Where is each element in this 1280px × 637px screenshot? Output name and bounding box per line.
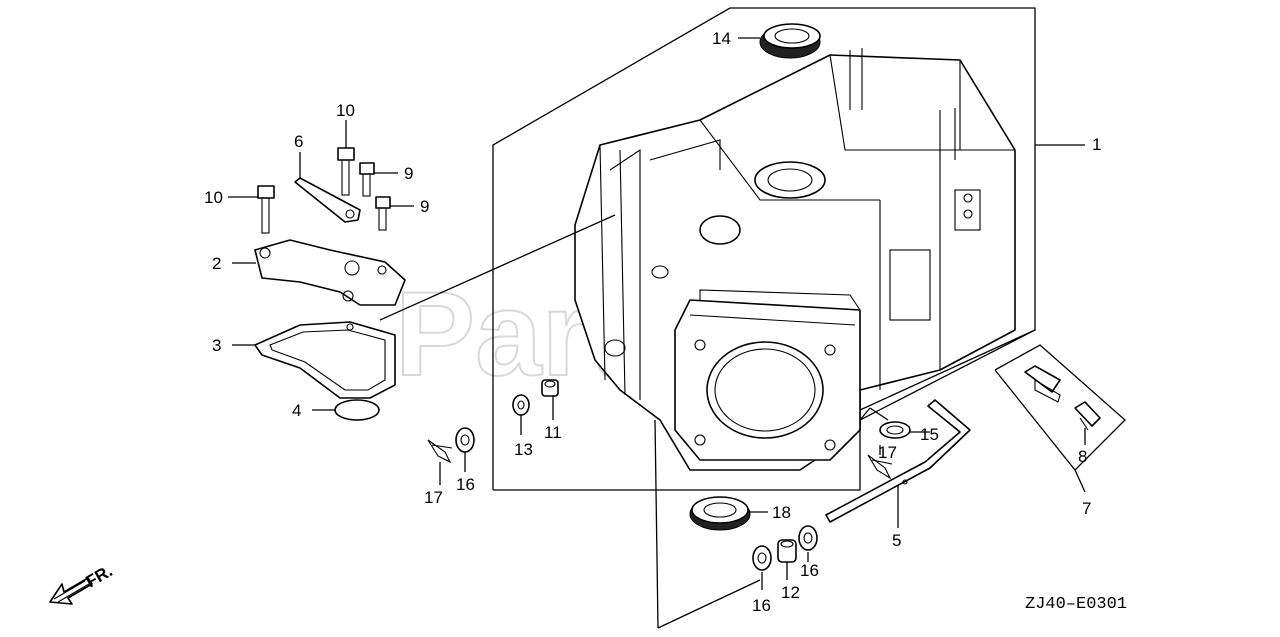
cover-part-2	[254, 239, 406, 306]
oil-seal-part-14	[759, 23, 821, 59]
bracket-part-6	[294, 177, 361, 223]
gasket-part-3	[254, 321, 396, 399]
washer-part-16-left	[455, 427, 475, 453]
bolt-part-10-top	[337, 147, 355, 196]
callout-4: 4	[292, 401, 301, 420]
callout-11: 11	[544, 423, 562, 442]
shaft-part-5	[825, 399, 971, 523]
washer-part-16-bottom	[752, 545, 772, 571]
washer-part-16-right	[798, 525, 818, 551]
dowel-part-12	[777, 539, 797, 563]
plug-part-4	[334, 399, 380, 421]
bolt-part-9-a	[359, 162, 375, 197]
callout-7: 7	[1082, 499, 1091, 518]
callout-16-bottom: 16	[752, 596, 771, 615]
callout-17-right: 17	[878, 443, 897, 462]
callout-10-top: 10	[336, 101, 355, 120]
diagram-code: ZJ40–E0301	[1025, 595, 1127, 614]
callout-9-b: 9	[420, 197, 429, 216]
callout-10-left: 10	[204, 188, 223, 207]
washer-part-15	[879, 421, 911, 439]
frame-part-7	[994, 344, 1126, 471]
callout-14: 14	[712, 29, 731, 48]
bearing-part-18	[689, 496, 751, 531]
callout-16-left: 16	[456, 475, 475, 494]
callout-9-a: 9	[404, 164, 413, 183]
front-arrow-icon	[49, 577, 93, 605]
callout-16-right: 16	[800, 561, 819, 580]
engine-block	[574, 48, 1016, 471]
bolt-part-10-left	[257, 185, 275, 234]
clip-part-17-right	[867, 454, 893, 480]
block-frame	[492, 7, 1036, 491]
fitting-part-8	[1024, 365, 1101, 431]
callout-5: 5	[892, 531, 901, 550]
callout-12: 12	[781, 583, 800, 602]
callout-8: 8	[1078, 447, 1087, 466]
callout-3: 3	[212, 336, 221, 355]
callout-17-left: 17	[424, 488, 443, 507]
clip-part-17-left	[427, 439, 453, 464]
callout-2: 2	[212, 254, 221, 273]
callout-13: 13	[514, 440, 533, 459]
dowel-part-11	[541, 379, 559, 397]
nut-part-13	[512, 394, 530, 416]
callout-6: 6	[294, 132, 303, 151]
callout-1: 1	[1092, 135, 1101, 154]
callout-15: 15	[920, 425, 939, 444]
callout-18: 18	[772, 503, 791, 522]
bolt-part-9-b	[375, 196, 391, 231]
